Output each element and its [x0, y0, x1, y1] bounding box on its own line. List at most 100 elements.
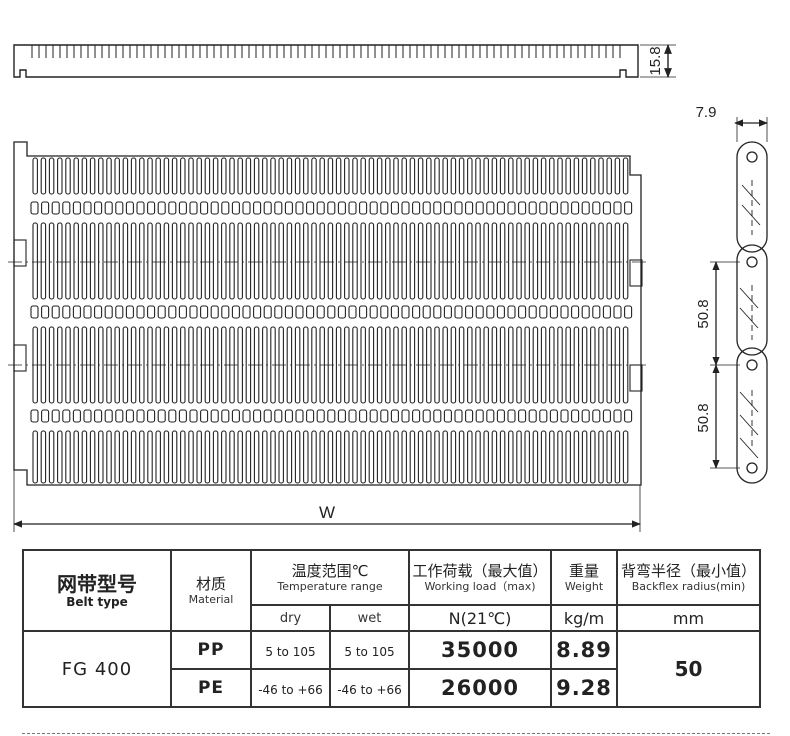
link-slot: [348, 409, 357, 423]
belt-finger: [237, 430, 243, 484]
link-slot: [72, 305, 81, 319]
weight-label-zh: 重量: [569, 562, 600, 580]
temperature-dry-cell: 5 to 105: [250, 630, 331, 670]
belt-finger: [508, 430, 514, 484]
link-slot: [231, 409, 240, 423]
belt-finger: [48, 326, 55, 404]
weight-header: 重量 Weight: [550, 549, 619, 606]
link-slot: [454, 201, 463, 215]
link-slot: [475, 201, 484, 215]
link-slot: [125, 409, 134, 423]
belt-finger: [180, 430, 186, 484]
belt-finger: [89, 430, 96, 484]
belt-finger: [48, 157, 55, 195]
backflex-value-cell: 50: [616, 630, 762, 708]
belt-finger: [319, 222, 325, 300]
link-slot: [72, 409, 81, 423]
link-slot: [125, 305, 134, 319]
link-slot: [518, 409, 527, 423]
belt-finger: [508, 222, 514, 300]
link-slot: [284, 305, 293, 319]
belt-finger: [81, 222, 88, 300]
link-slot: [147, 305, 156, 319]
belt-finger: [180, 222, 186, 300]
belt-finger: [401, 430, 407, 484]
link-slot: [624, 201, 633, 215]
link-slot: [475, 305, 484, 319]
belt-finger: [573, 430, 580, 484]
section-link-3: [736, 347, 768, 484]
belt-finger: [262, 222, 268, 300]
belt-finger: [147, 430, 153, 484]
link-slot: [475, 409, 484, 423]
link-slot: [539, 201, 548, 215]
belt-finger: [360, 326, 366, 404]
belt-finger: [491, 222, 498, 300]
belt-finger: [237, 222, 243, 300]
belt-finger: [573, 326, 580, 404]
weight-cell: 8.89: [550, 630, 619, 670]
link-slot: [242, 201, 251, 215]
link-slot: [507, 201, 516, 215]
weight-label-en: Weight: [564, 580, 604, 593]
belt-finger: [106, 157, 112, 195]
weight-cell: 9.28: [550, 668, 619, 708]
belt-finger: [417, 430, 424, 484]
belt-finger: [467, 430, 473, 484]
side-profile-teeth: [31, 45, 621, 58]
link-slot: [549, 305, 558, 319]
belt-finger: [417, 222, 424, 300]
belt-finger: [253, 430, 260, 484]
link-slot: [528, 409, 537, 423]
link-slot: [30, 305, 39, 319]
link-slot: [602, 409, 611, 423]
link-slot: [104, 305, 113, 319]
belt-finger: [508, 157, 514, 195]
link-slot: [94, 201, 103, 215]
link-slot: [115, 201, 124, 215]
belt-finger: [73, 222, 79, 300]
belt-finger: [303, 222, 309, 300]
link-slot: [571, 305, 580, 319]
belt-finger: [335, 430, 342, 484]
belt-finger: [573, 157, 580, 195]
belt-finger: [434, 222, 440, 300]
link-slot: [571, 409, 580, 423]
belt-finger: [458, 157, 465, 195]
belt-finger: [188, 157, 194, 195]
link-slot: [274, 201, 283, 215]
link-slot: [306, 409, 315, 423]
belt-finger: [65, 430, 71, 484]
link-slot: [62, 201, 71, 215]
belt-finger: [40, 157, 47, 195]
link-slot: [200, 201, 209, 215]
belt-finger: [204, 157, 211, 195]
link-slot: [221, 201, 230, 215]
belt-finger: [89, 222, 96, 300]
link-slot: [433, 201, 442, 215]
pitch-dimension-label-1: 50.8: [695, 299, 712, 328]
material-header: 材质 Material: [170, 549, 252, 632]
belt-finger: [229, 222, 235, 300]
temperature-wet-header: wet: [328, 604, 411, 632]
link-slot: [581, 201, 590, 215]
pitch-top-dimension-label: 7.9: [696, 104, 717, 121]
link-slot: [592, 305, 601, 319]
link-slot: [380, 201, 389, 215]
link-slot: [231, 305, 240, 319]
belt-finger: [130, 222, 137, 300]
belt-finger: [442, 157, 448, 195]
link-slot: [496, 201, 505, 215]
belt-finger: [450, 430, 457, 484]
belt-finger: [229, 430, 235, 484]
link-slot: [242, 305, 251, 319]
belt-finger: [622, 157, 629, 195]
belt-finger: [385, 222, 391, 300]
belt-finger: [212, 430, 219, 484]
belt-finger: [565, 430, 571, 484]
belt-finger: [540, 157, 547, 195]
belt-finger: [352, 157, 358, 195]
belt-finger: [573, 222, 580, 300]
link-slot: [189, 305, 198, 319]
backflex-unit: mm: [616, 604, 762, 632]
